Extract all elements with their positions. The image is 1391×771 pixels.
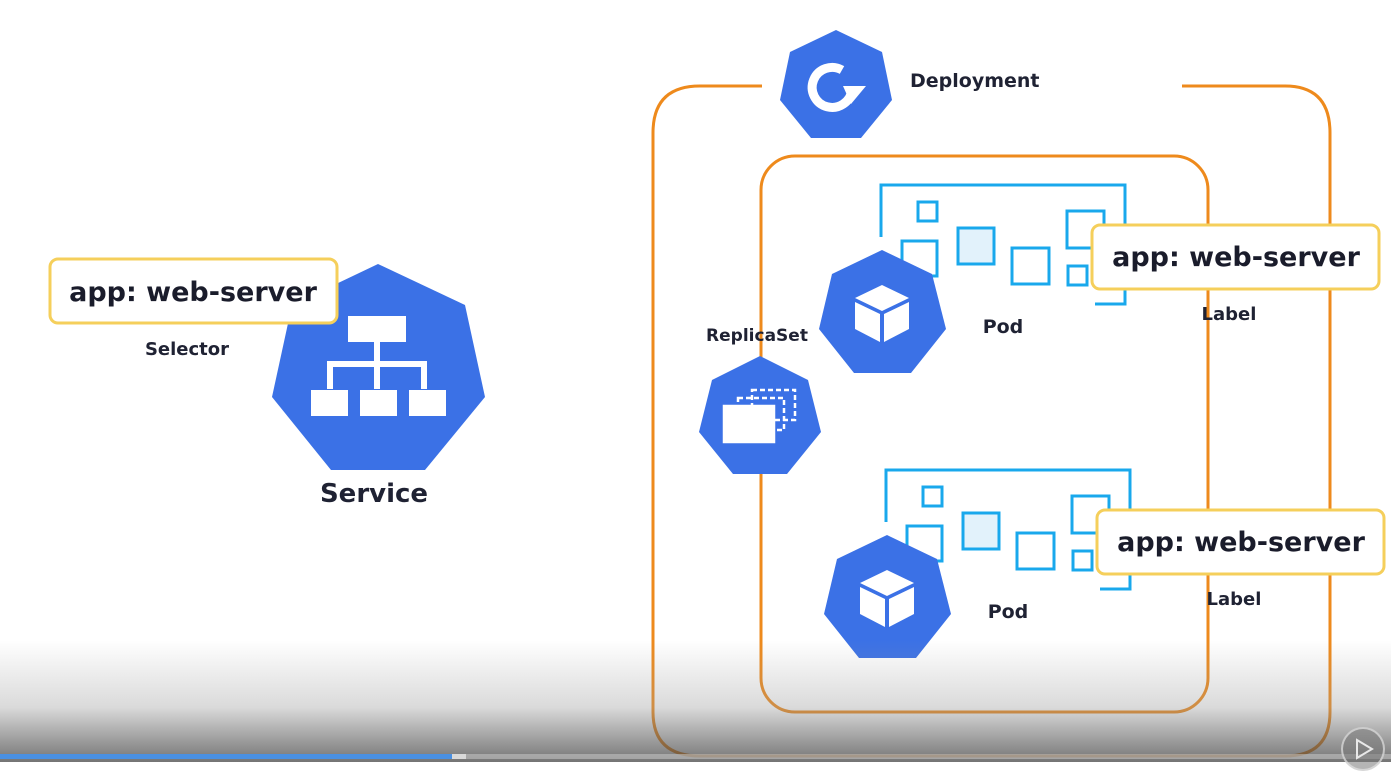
pod-label-tag-text-2: app: web-server [1117,527,1365,558]
replicaset-node [699,356,821,474]
service-title: Service [320,479,428,509]
pod-title-2: Pod [988,601,1029,623]
pod-label-tag-2: app: web-server [1095,508,1386,576]
pod-node-2 [824,535,951,658]
selector-tag-text: app: web-server [69,277,317,308]
pod-label-tag-1: app: web-server [1090,223,1381,291]
pod-node-1 [819,250,946,373]
pod-label-tag-text-1: app: web-server [1112,242,1360,273]
pod-container-1 [879,183,1127,306]
selector-caption: Selector [145,339,229,360]
deployment-node [780,30,892,138]
progress-played [0,754,453,759]
pod-title-1: Pod [983,316,1024,338]
pod-container-2 [884,468,1132,591]
progress-bar[interactable] [0,754,1391,759]
cube-icon [860,570,914,627]
deployment-title: Deployment [910,70,1040,92]
pod-label-caption-2: Label [1207,589,1262,610]
play-icon [1356,738,1374,760]
rotate-arrow-icon [807,62,866,112]
hierarchy-icon [311,316,446,416]
stacked-cards-icon [722,388,797,444]
progress-buffered [452,754,466,759]
play-button[interactable] [1341,727,1385,771]
selector-tag: app: web-server [48,257,339,325]
cube-icon [855,285,909,342]
pod-label-caption-1: Label [1202,304,1257,325]
replicaset-title: ReplicaSet [706,326,808,346]
